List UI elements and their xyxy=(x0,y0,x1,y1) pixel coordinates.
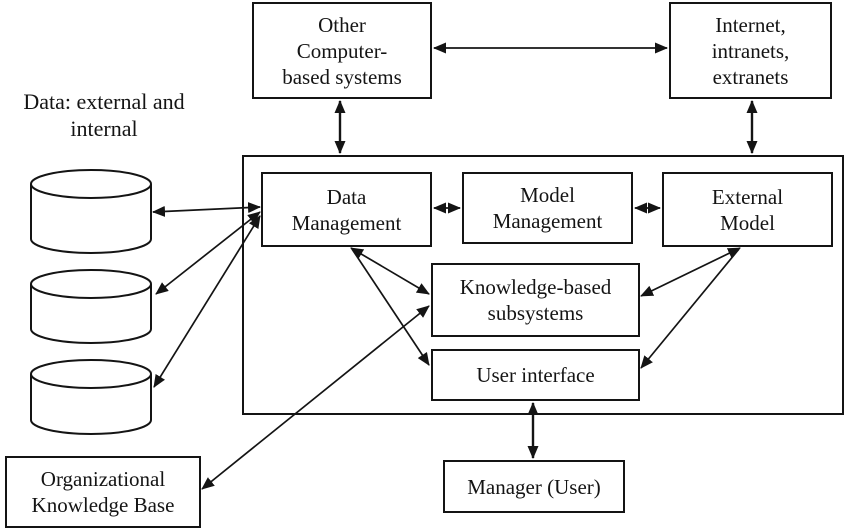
label-data-external-internal: Data: external and internal xyxy=(23,89,185,141)
database-cylinder-2 xyxy=(30,269,152,344)
box-manager-user: Manager (User) xyxy=(443,460,625,513)
box-other-computer-based-systems: Other Computer- based systems xyxy=(252,2,432,99)
box-knowledge-based-subsystems: Knowledge-based subsystems xyxy=(431,263,640,337)
box-external-model: External Model xyxy=(662,172,833,247)
box-organizational-knowledge-base: Organizational Knowledge Base xyxy=(5,456,201,528)
database-cylinder-3 xyxy=(30,359,152,435)
box-model-management: Model Management xyxy=(462,172,633,244)
box-internet-intranets-extranets: Internet, intranets, extranets xyxy=(669,2,832,99)
box-data-management: Data Management xyxy=(261,172,432,247)
database-cylinder-1 xyxy=(30,169,152,254)
box-user-interface: User interface xyxy=(431,349,640,401)
